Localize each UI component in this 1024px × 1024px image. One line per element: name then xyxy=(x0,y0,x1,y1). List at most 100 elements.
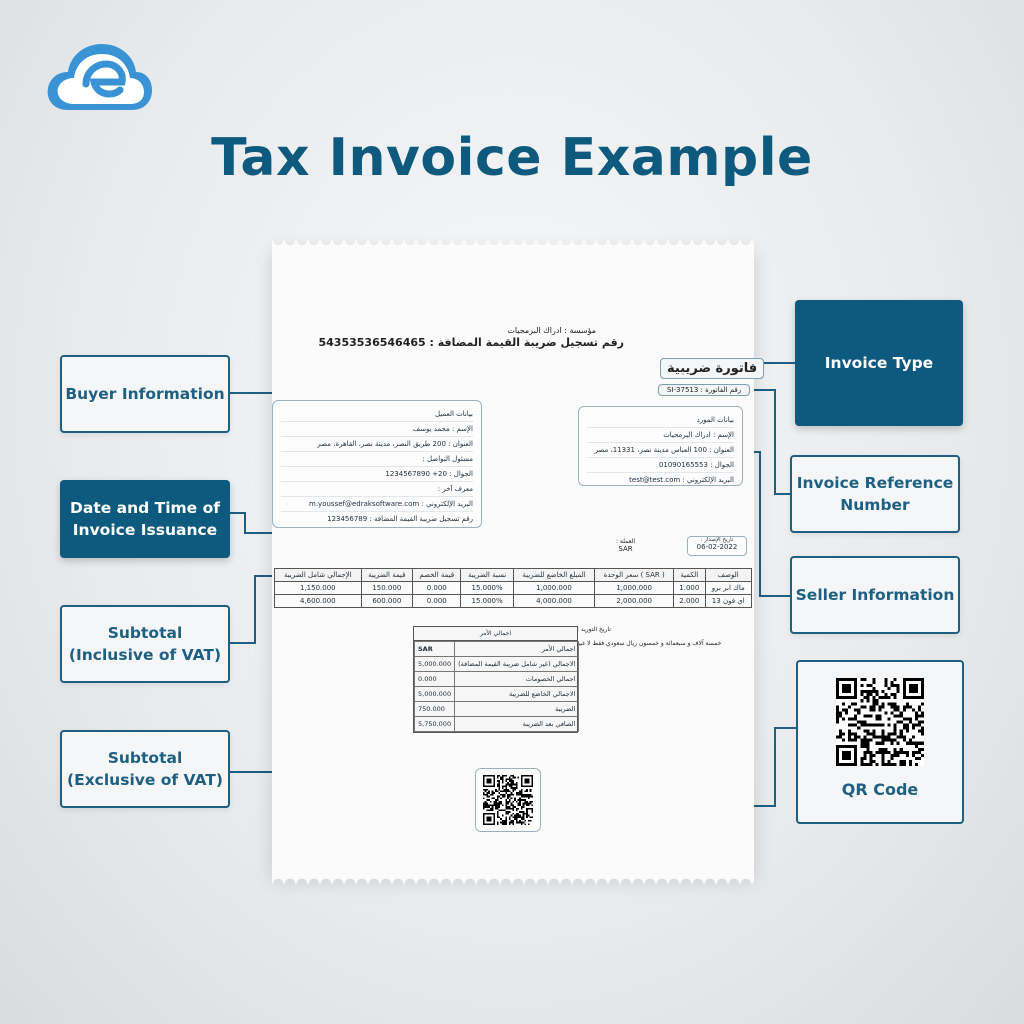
invoice-document: مؤسسة : ادراك البرمجيات رقم تسجيل ضريبة … xyxy=(272,240,765,884)
qr-code-callout: QR Code xyxy=(796,660,964,824)
table-header: المبلغ الخاضع للضريبة xyxy=(512,568,596,582)
totals-header: اجمالي الأمر xyxy=(414,627,577,641)
seller-info-row: العنوان : 100 العباس مدينة نصر، 11331، م… xyxy=(587,443,734,458)
table-row: 5,000.000 الاجمالي الخاضع للضريبة xyxy=(413,686,580,702)
table-row: 5,000.000 الاجمالي (غير شامل ضريبة القيم… xyxy=(413,656,580,672)
invoice-type-callout: Invoice Type xyxy=(795,300,963,426)
table-cell: 4,600.000 xyxy=(274,594,362,608)
buyer-info-row: الجوال : 20+ 1234567890 xyxy=(281,467,473,482)
seller-info-row: الجوال : 01090165553 xyxy=(587,458,734,473)
issue-date-value: 06-02-2022 xyxy=(696,543,738,551)
invoice-reference-text: رقم الفاتورة : SI-37513 xyxy=(658,384,751,396)
invoice-type-text: فاتورة ضريبية xyxy=(660,358,765,379)
currency-label: العملة : xyxy=(616,538,635,545)
table-row: 5,750.000 الصافي بعد الضريبة xyxy=(413,716,580,732)
invoice-perforated-edge-bottom xyxy=(272,874,754,884)
totals-label: الاجمالي (غير شامل ضريبة القيمة المضافة) xyxy=(454,656,580,672)
table-cell: 1.000 xyxy=(673,581,706,595)
subtotal-inclusive-callout: Subtotal (Inclusive of VAT) xyxy=(60,605,230,683)
totals-label: اجمالي الخصومات xyxy=(454,671,580,687)
table-row: 750.000 الضريبة xyxy=(413,701,580,717)
table-header: نسبة الضريبة xyxy=(460,568,514,582)
table-cell: 2.000 xyxy=(673,594,706,608)
table-cell: 1,000.000 xyxy=(512,581,596,595)
order-totals-box: اجمالي الأمر SAR اجمالي الأمر 5,000.000 … xyxy=(413,626,580,733)
table-cell: 0.000 xyxy=(411,581,462,595)
table-cell: 0.000 xyxy=(411,594,462,608)
table-row: SAR اجمالي الأمر xyxy=(413,641,580,657)
buyer-info-row: العنوان : 200 طريق النصر، مدينة نصر، الق… xyxy=(281,437,473,452)
totals-col-header: SAR xyxy=(413,641,456,657)
totals-value: 5,000.000 xyxy=(413,656,456,672)
invoice-type-label: Invoice Type xyxy=(824,354,934,372)
table-header: سعر الوحدة ( SAR ) xyxy=(594,568,675,582)
table-cell: 1,150.000 xyxy=(274,581,362,595)
buyer-information-callout: Buyer Information xyxy=(60,355,230,433)
invoice-qr-frame xyxy=(475,768,541,832)
buyer-info-row: الإسم : محمد يوسف xyxy=(281,422,473,437)
issue-date-box: تاريخ الإصدار : 06-02-2022 xyxy=(687,536,747,556)
table-header: الكمية xyxy=(673,568,706,582)
date-time-callout: Date and Time of Invoice Issuance xyxy=(60,480,230,558)
subtotal-exclusive-label: Subtotal (Exclusive of VAT) xyxy=(67,749,223,789)
table-cell: 2,000.000 xyxy=(594,594,675,608)
table-cell: 600.000 xyxy=(360,594,413,608)
buyer-info-box: بيانات العميل الإسم : محمد يوسف العنوان … xyxy=(272,400,482,528)
table-cell: 4,000.000 xyxy=(512,594,596,608)
invoice-org-name: مؤسسة : ادراك البرمجيات xyxy=(507,326,596,335)
date-time-label: Date and Time of Invoice Issuance xyxy=(70,499,220,539)
subtotal-inclusive-label: Subtotal (Inclusive of VAT) xyxy=(68,624,222,664)
table-header: الوصف xyxy=(704,568,752,582)
buyer-info-row: رقم تسجيل ضريبة القيمة المضافة : 1234567… xyxy=(327,515,473,523)
invoice-reference-callout: Invoice Reference Number xyxy=(790,455,960,533)
table-cell: 150.000 xyxy=(360,581,413,595)
totals-value: 5,750.000 xyxy=(413,716,456,732)
buyer-info-row: معرف آخر : xyxy=(281,482,473,497)
invoice-qr-icon xyxy=(483,775,533,825)
currency-value: SAR xyxy=(618,545,633,553)
issue-date-label: تاريخ الإصدار : xyxy=(700,537,734,543)
buyer-info-row: بيانات العميل xyxy=(281,407,473,422)
table-cell: ماك ابر برو xyxy=(704,581,752,595)
table-cell: 15.000% xyxy=(460,581,514,595)
seller-information-callout: Seller Information xyxy=(790,556,960,634)
totals-label: الاجمالي الخاضع للضريبة xyxy=(454,686,580,702)
table-row: 4,600.000 600.000 0.000 15.000% 4,000.00… xyxy=(274,594,752,608)
table-cell: اي فون 13 xyxy=(704,594,752,608)
seller-info-row: الإسم : ادراك البرمجيات xyxy=(587,428,734,443)
invoice-vat-registration: رقم تسجيل ضريبة القيمة المضافة : 5435353… xyxy=(318,336,625,349)
table-cell: 15.000% xyxy=(460,594,514,608)
buyer-information-label: Buyer Information xyxy=(65,385,225,403)
supply-date-label: تاريخ التوريد : xyxy=(577,626,611,633)
totals-value: 750.000 xyxy=(413,701,456,717)
table-cell: 1,000.000 xyxy=(594,581,675,595)
table-header: الإجمالي شامل الضريبة xyxy=(274,568,362,582)
subtotal-exclusive-callout: Subtotal (Exclusive of VAT) xyxy=(60,730,230,808)
table-header: قيمة الخصم xyxy=(411,568,462,582)
qr-code-label: QR Code xyxy=(841,780,919,799)
invoice-perforated-edge-top xyxy=(272,240,754,250)
totals-label: الضريبة xyxy=(454,701,580,717)
seller-info-box: بيانات المورد الإسم : ادراك البرمجيات ال… xyxy=(578,406,743,486)
buyer-info-row: مسئول التواصل : xyxy=(281,452,473,467)
invoice-reference-label: Invoice Reference Number xyxy=(796,474,954,514)
totals-label: الصافي بعد الضريبة xyxy=(454,716,580,732)
currency-block: العملة : SAR xyxy=(616,538,635,553)
totals-value: 0.000 xyxy=(413,671,456,687)
seller-info-row: بيانات المورد xyxy=(587,413,734,428)
brand-logo-icon xyxy=(47,44,153,110)
page-title: Tax Invoice Example xyxy=(211,128,813,188)
amount-in-words: خمسة آلاف و سبعمائة و خمسون ريال سعودي ف… xyxy=(577,640,722,647)
table-row: 1,150.000 150.000 0.000 15.000% 1,000.00… xyxy=(274,581,752,595)
table-header-row: الإجمالي شامل الضريبة قيمة الضريبة قيمة … xyxy=(274,568,752,582)
table-row: 0.000 اجمالي الخصومات xyxy=(413,671,580,687)
seller-information-label: Seller Information xyxy=(795,586,955,604)
totals-value: 5,000.000 xyxy=(413,686,456,702)
totals-col-header: اجمالي الأمر xyxy=(454,641,580,657)
totals-table: SAR اجمالي الأمر 5,000.000 الاجمالي (غير… xyxy=(413,641,580,732)
line-items-table: الإجمالي شامل الضريبة قيمة الضريبة قيمة … xyxy=(274,568,752,608)
table-header: قيمة الضريبة xyxy=(360,568,413,582)
seller-info-row: البريد الإلكتروني : test@test.com xyxy=(629,476,734,484)
qr-code-icon xyxy=(836,678,924,766)
buyer-info-row: البريد الإلكتروني : m.youssef@edraksoftw… xyxy=(281,497,473,512)
